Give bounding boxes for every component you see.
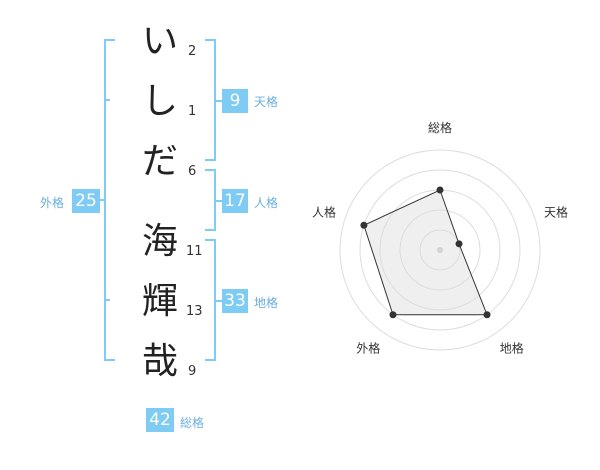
radar-point-1 [436, 186, 444, 194]
name-char-6: 哉 [141, 341, 178, 382]
radar-center [437, 247, 443, 253]
stroke-count-4: 11 [186, 244, 203, 259]
soukaku-label: 総格 [180, 416, 205, 430]
stroke-count-6: 9 [188, 364, 197, 379]
tenkaku-label: 天格 [254, 95, 279, 109]
jinkaku-label: 人格 [254, 196, 279, 210]
stroke-count-3: 6 [188, 164, 197, 179]
name-char-3: だ [141, 141, 178, 182]
radar-axis-label-4: 外格 [356, 341, 380, 356]
bracket-lines [72, 39, 222, 361]
chikaku-value: 33 [222, 289, 248, 313]
stroke-count-1: 2 [188, 44, 197, 59]
radar-point-4 [389, 311, 397, 319]
name-char-5: 輝 [141, 281, 178, 322]
gaikaku-label: 外格 [40, 196, 65, 210]
radar-point-2 [455, 240, 463, 248]
name-char-4: 海 [141, 221, 178, 262]
stroke-count-5: 13 [186, 304, 203, 319]
radar-point-5 [360, 221, 368, 229]
gaikaku-value: 25 [72, 189, 100, 213]
jinkaku-value: 17 [222, 189, 248, 213]
chikaku-label: 地格 [254, 296, 279, 310]
radar-axis-label-3: 地格 [500, 341, 524, 356]
name-char-2: し [141, 81, 178, 122]
radar-axis-label-5: 人格 [312, 204, 336, 219]
stroke-count-2: 1 [188, 104, 197, 119]
radar-axis-label-1: 総格 [428, 120, 452, 135]
tenkaku-value: 9 [222, 89, 248, 113]
radar-point-3 [483, 311, 491, 319]
name-char-1: い [141, 21, 178, 62]
radar-polygon [363, 189, 488, 316]
soukaku-value: 42 [146, 408, 174, 432]
radar-axis-label-2: 天格 [544, 204, 568, 219]
